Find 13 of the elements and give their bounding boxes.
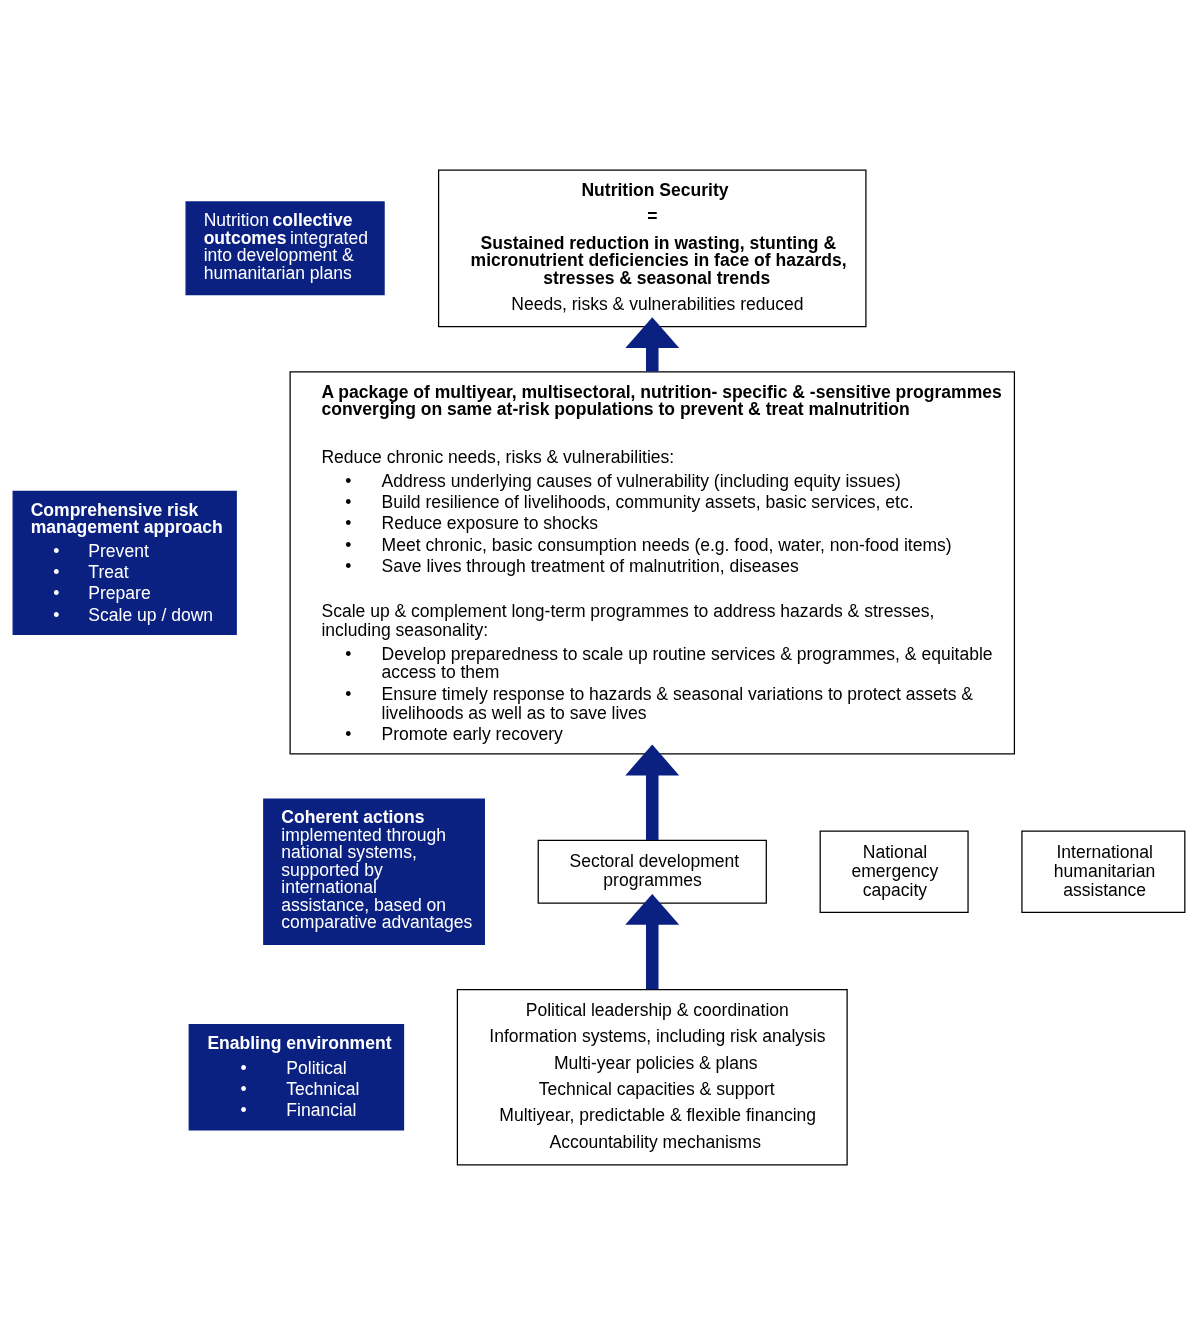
node-box: National emergency capacity	[819, 830, 969, 914]
arrow	[625, 317, 680, 372]
node-box: Coherent actions implemented through national systems, supported by international assistance, based on comparative advantages	[263, 798, 485, 946]
node-box: Nutrition collective outcomes integrated into development & humanitarian plans	[185, 201, 385, 296]
node-box: Political leadership & coordination Information systems, including risk analysis Multi-year policies & plans Technical capacities & support Multiyear, predictable & flexible financing Accountability mechanisms	[456, 988, 848, 1166]
node-box: Enabling environment • Political • Technical • Financial	[188, 1024, 405, 1131]
arrow	[625, 893, 680, 990]
node-box: Nutrition Security = Sustained reduction in wasting, stunting & micronutrient deficiencies in face of hazards, stresses & seasonal trends Needs, risks & vulnerabilities reduced	[437, 169, 867, 328]
node-box: A package of multiyear, multisectoral, nutrition- specific & -sensitive programmes converging on same at-risk populations to prevent & treat malnutrition Reduce chronic needs, risks & vulnerabilities: • Address underlying causes of vulnerability (including equity issues) • Build resilience of livelihoods, community assets, basic services, etc. • Reduce exposure to shocks • Meet chronic, basic consumption needs (e.g. food, water, non-food items) • Save lives through treatment of malnutrition, diseases Scale up & complement long-term programmes to address hazards & stresses, including seasonality: • Develop preparedness to scale up routine services & programmes, & equitable access to them • Ensure timely response to hazards & seasonal variations to protect assets & livelihoods as well as to save lives • Promote early recovery	[289, 371, 1016, 755]
node-box: Comprehensive risk management approach • Prevent • Treat • Prepare • Scale up / down	[12, 490, 237, 635]
arrow	[625, 744, 680, 840]
node-box: Sectoral development programmes	[537, 839, 767, 904]
node-box: International humanitarian assistance	[1021, 830, 1186, 914]
